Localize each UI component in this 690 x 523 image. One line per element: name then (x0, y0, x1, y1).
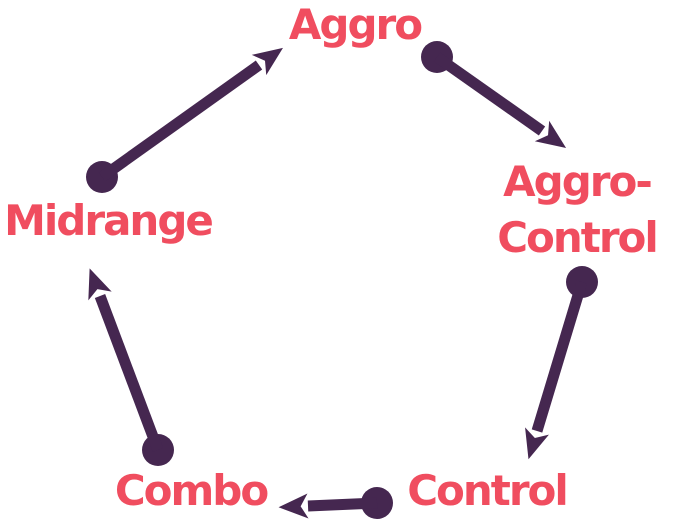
arrow-midrange-to-aggro (86, 47, 283, 193)
arrow-shaft (525, 280, 588, 460)
arrow-shaft (88, 268, 164, 452)
arrow-control-to-combo (278, 487, 393, 519)
arrow-shaft (278, 493, 378, 519)
node-label-midrange: Midrange (4, 196, 214, 245)
arrow-shaft (98, 47, 283, 182)
node-label-aggro-control: Aggro- Control (497, 154, 659, 266)
node-label-control: Control (407, 466, 569, 515)
arrow-aggro-to-aggro-control (421, 41, 567, 148)
arrow-aggro-control-to-control (525, 266, 598, 460)
node-label-aggro: Aggro (288, 0, 423, 49)
node-label-aggro-control-line2: Control (497, 213, 659, 262)
node-label-aggro-control-line1: Aggro- (503, 157, 653, 206)
node-label-combo: Combo (114, 466, 269, 515)
arrow-combo-to-midrange (88, 268, 174, 466)
arrow-shaft (433, 52, 567, 148)
